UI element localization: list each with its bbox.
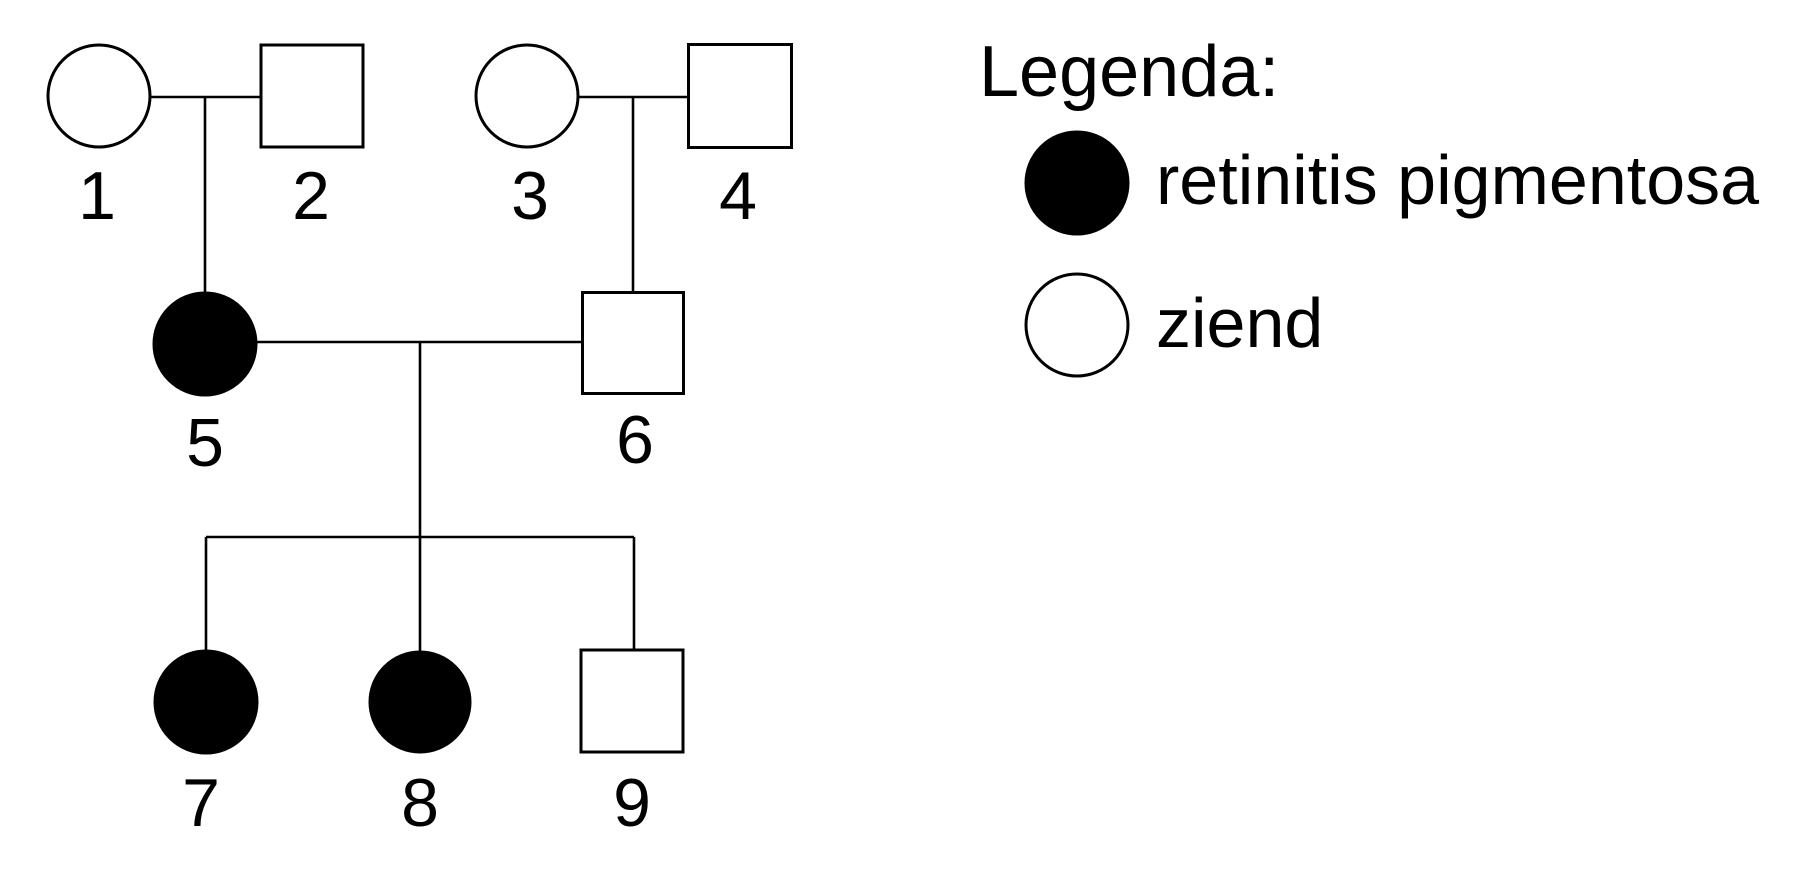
individual-4-male-square — [687, 43, 793, 149]
individual-6-label: 6 — [616, 402, 654, 478]
individual-8-female-circle — [368, 650, 472, 754]
individual-2-male-square — [259, 43, 365, 149]
individual-1-label: 1 — [78, 158, 116, 234]
legend-affected-circle-icon — [1024, 130, 1130, 236]
individual-7-female-circle — [153, 649, 259, 755]
individual-7-label: 7 — [182, 765, 220, 841]
legend: Legenda: retinitis pigmentosa ziend — [979, 32, 1759, 378]
individual-3-female-circle — [474, 43, 580, 149]
individual-4-label: 4 — [719, 158, 757, 234]
individual-1-female-circle — [46, 43, 152, 149]
individual-9-label: 9 — [613, 765, 651, 841]
legend-item-label: ziend — [1156, 284, 1323, 362]
legend-unaffected-circle-icon — [1024, 272, 1130, 378]
individual-labels: 1 2 3 4 5 6 7 8 9 — [78, 158, 757, 841]
relationship-lines — [150, 95, 688, 654]
legend-title: Legenda: — [979, 32, 1279, 112]
individual-5-female-circle — [152, 291, 258, 397]
individual-8-label: 8 — [401, 765, 439, 841]
individual-6-male-square — [581, 291, 685, 395]
individual-shapes — [46, 43, 793, 755]
individual-9-male-square — [579, 648, 685, 754]
individual-5-label: 5 — [186, 405, 224, 481]
individual-3-label: 3 — [511, 158, 549, 234]
individual-2-label: 2 — [292, 158, 330, 234]
legend-item-label: retinitis pigmentosa — [1156, 141, 1759, 219]
